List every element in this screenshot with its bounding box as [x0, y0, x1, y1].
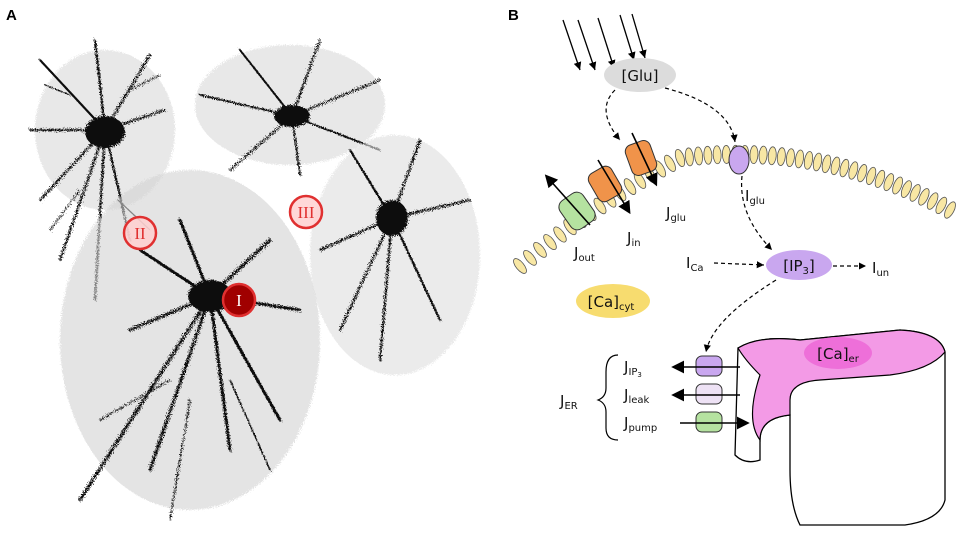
membrane-bead [553, 226, 567, 243]
panel-b-label: B [508, 7, 519, 24]
membrane-bead [674, 148, 686, 168]
membrane-bead [543, 234, 557, 251]
membrane-bead [749, 145, 759, 165]
membrane-bead [848, 161, 859, 180]
ca-er-label: [Ca]er [817, 345, 860, 365]
er-flux-arrows [671, 360, 750, 430]
membrane-bead [865, 166, 877, 185]
membrane-flux-arrows [544, 132, 658, 226]
membrane-bead [593, 197, 607, 215]
incoming-glutamate-arrows [562, 13, 647, 71]
j-glu-label: Jglu [665, 204, 686, 224]
region-label-iii: III [298, 203, 315, 222]
glu-node: [Glu] [604, 58, 676, 92]
ca-cyt-label: [Ca]cyt [588, 293, 635, 313]
astrocyte-image [28, 38, 480, 521]
membrane-bead [523, 250, 537, 266]
membrane-bead [900, 180, 912, 198]
j-leak-label: Jleak [623, 386, 649, 406]
membrane-bead [944, 201, 956, 219]
endoplasmic-reticulum: [Ca]er [734, 329, 946, 526]
membrane-bead [874, 169, 886, 188]
membrane-bead [533, 241, 547, 258]
membrane-bead [909, 184, 921, 202]
i-glu-label: Iglu [745, 187, 765, 207]
glu-label: [Glu] [621, 67, 658, 85]
membrane-bead [892, 176, 903, 195]
region-label-ii: II [134, 224, 146, 243]
membrane-bead [767, 146, 777, 166]
membrane-bead [712, 145, 722, 165]
membrane-bead [926, 192, 939, 210]
membrane-bead [785, 148, 795, 168]
membrane-bead [935, 196, 948, 215]
membrane-bead [857, 164, 868, 183]
region-label-i: I [236, 291, 242, 310]
region-marker-ii: II [122, 215, 158, 251]
j-er-brace [596, 354, 619, 441]
mglu-receptor [728, 145, 750, 175]
membrane-bead [794, 149, 805, 169]
membrane-bead [694, 146, 704, 166]
astrocyte-top-center [195, 39, 385, 176]
j-er-label: JER [559, 392, 578, 412]
ip3-node: [IP3] [766, 250, 832, 280]
j-pump-label: Jpump [623, 414, 657, 434]
j-ip3-label: JIP3 [623, 358, 642, 379]
membrane-bead [803, 151, 814, 170]
er-channels [695, 355, 723, 433]
ip3-label: [IP3] [783, 257, 815, 277]
membrane-bead [758, 145, 768, 165]
i-un-label: Iun [872, 259, 889, 279]
glu-dashed-arrows [605, 87, 738, 143]
ip3-to-er-arrow [703, 279, 777, 353]
membrane-bead [703, 145, 713, 165]
j-out-label: Jout [573, 244, 595, 264]
membrane-bead [623, 178, 637, 195]
j-glu-channels [587, 139, 658, 203]
j-in-label: Jin [626, 229, 641, 249]
i-ca-arrow [713, 261, 765, 269]
astrocyte-center [60, 170, 320, 521]
i-ca-label: ICa [686, 254, 704, 274]
receptor-to-ip3-arrow [740, 175, 773, 251]
panel-a-label: A [6, 7, 17, 24]
region-marker-iii: III [288, 194, 324, 230]
astrocyte-top-left [28, 38, 175, 302]
membrane-bead [513, 258, 527, 274]
membrane-bead [821, 154, 832, 174]
membrane-bead [839, 158, 850, 178]
membrane-bead [830, 156, 841, 176]
astrocyte-right [310, 135, 480, 375]
membrane-bead [883, 173, 895, 192]
ca-cyt-node: [Ca]cyt [576, 284, 650, 318]
membrane-bead [918, 188, 930, 206]
region-marker-i: I [221, 282, 257, 318]
membrane-bead [776, 147, 786, 166]
membrane-bead [664, 154, 676, 172]
membrane-bead [684, 147, 694, 167]
membrane-bead [812, 152, 823, 172]
